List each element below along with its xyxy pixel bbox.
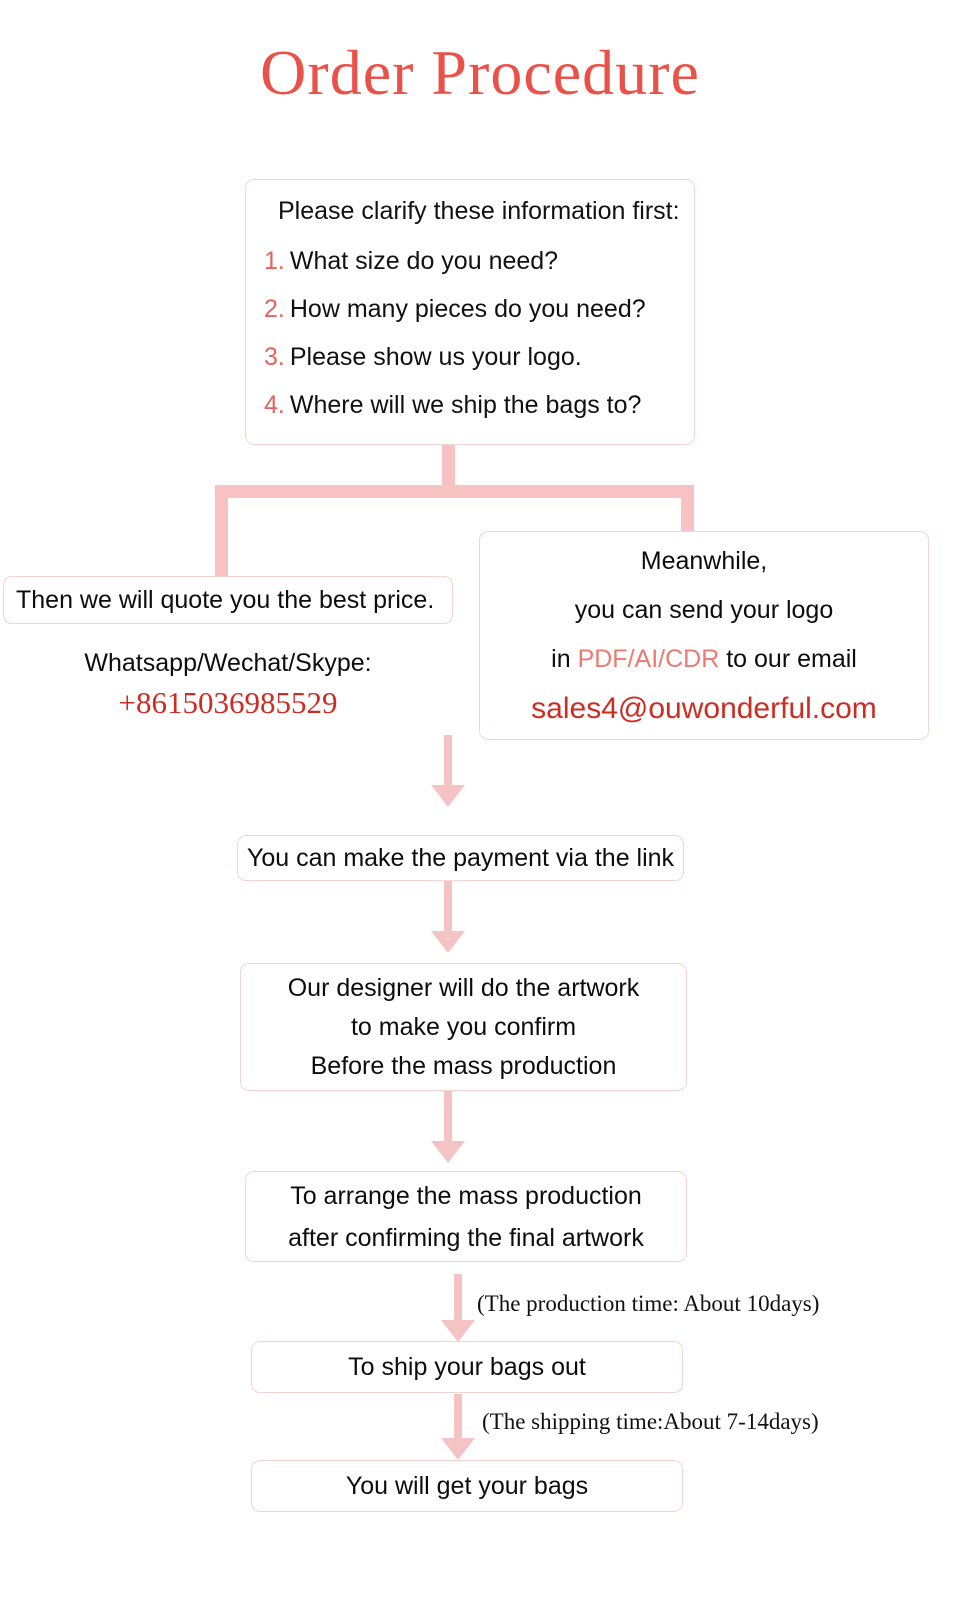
down-arrow-icon-4 [441,1274,475,1342]
receive-bags-text: You will get your bags [345,1472,589,1500]
payment-link-box: You can make the payment via the link [237,835,684,881]
connector-left-branch [215,485,228,583]
arrow-head [441,1320,475,1342]
ship-bags-box: To ship your bags out [251,1341,683,1393]
arrow-head [431,785,465,807]
clarify-info-box: Please clarify these information first: … [245,179,695,445]
connector-stem [442,445,455,485]
down-arrow-icon-3 [431,1091,465,1163]
arrow-shaft [454,1394,462,1438]
clarify-item-2-number: 2. [264,295,285,323]
ship-bags-text: To ship your bags out [348,1353,586,1381]
meanwhile-line-3-prefix: in [551,645,578,673]
massprod-line-2: after confirming the final artwork [288,1223,644,1252]
clarify-item-4-number: 4. [264,391,285,419]
contact-phone-number[interactable]: +8615036985529 [118,685,338,720]
send-logo-box: Meanwhile, you can send your logo in PDF… [479,531,929,740]
connector-right-branch [681,485,694,533]
clarify-item-3-text: Please show us your logo. [289,343,582,371]
mass-production-box: To arrange the mass production after con… [245,1171,687,1262]
receive-bags-box: You will get your bags [251,1460,683,1512]
arrow-head [441,1438,475,1460]
shipping-time-note: (The shipping time:About 7-14days) [482,1409,819,1434]
clarify-item-1-text: What size do you need? [289,247,559,275]
production-time-note: (The production time: About 10days) [477,1291,820,1316]
contact-block: Whatsapp/Wechat/Skype: +8615036985529 [3,645,453,725]
down-arrow-icon-2 [431,881,465,953]
arrow-shaft [444,1091,452,1141]
arrow-head [431,1141,465,1163]
clarify-item-1-number: 1. [264,247,285,275]
down-arrow-icon-5 [441,1394,475,1460]
clarify-item-3-number: 3. [264,343,285,371]
clarify-item-2: 2.How many pieces do you need? [264,285,694,333]
contact-channels-label: Whatsapp/Wechat/Skype: [84,649,372,677]
file-formats-label: PDF/AI/CDR [577,645,720,673]
meanwhile-line-3-suffix: to our email [719,645,857,673]
clarify-item-2-text: How many pieces do you need? [289,295,646,323]
arrow-shaft [454,1274,462,1320]
meanwhile-line-1: Meanwhile, [640,547,768,575]
connector-horizontal-bar [215,485,694,498]
quote-price-text: Then we will quote you the best price. [16,586,435,614]
down-arrow-icon-1 [431,735,465,807]
clarify-item-4: 4.Where will we ship the bags to? [264,381,694,429]
clarify-item-3: 3.Please show us your logo. [264,333,694,381]
contact-email-address[interactable]: sales4@ouwonderful.com [531,692,877,725]
meanwhile-line-2: you can send your logo [574,596,834,624]
clarify-item-4-text: Where will we ship the bags to? [289,391,642,419]
page-title: Order Procedure [260,37,700,108]
designer-line-1: Our designer will do the artwork [287,973,640,1002]
meanwhile-line-3: in PDF/AI/CDR to our email [480,635,928,684]
designer-line-2: to make you confirm [350,1012,577,1041]
designer-line-3: Before the mass production [310,1051,617,1080]
arrow-head [431,931,465,953]
massprod-line-1: To arrange the mass production [290,1181,642,1210]
arrow-shaft [444,881,452,931]
quote-price-box: Then we will quote you the best price. [3,576,453,624]
arrow-shaft [444,735,452,785]
designer-artwork-box: Our designer will do the artwork to make… [240,963,687,1091]
clarify-heading: Please clarify these information first: [278,197,680,225]
payment-link-text: You can make the payment via the link [246,844,675,872]
clarify-item-1: 1.What size do you need? [264,237,694,285]
